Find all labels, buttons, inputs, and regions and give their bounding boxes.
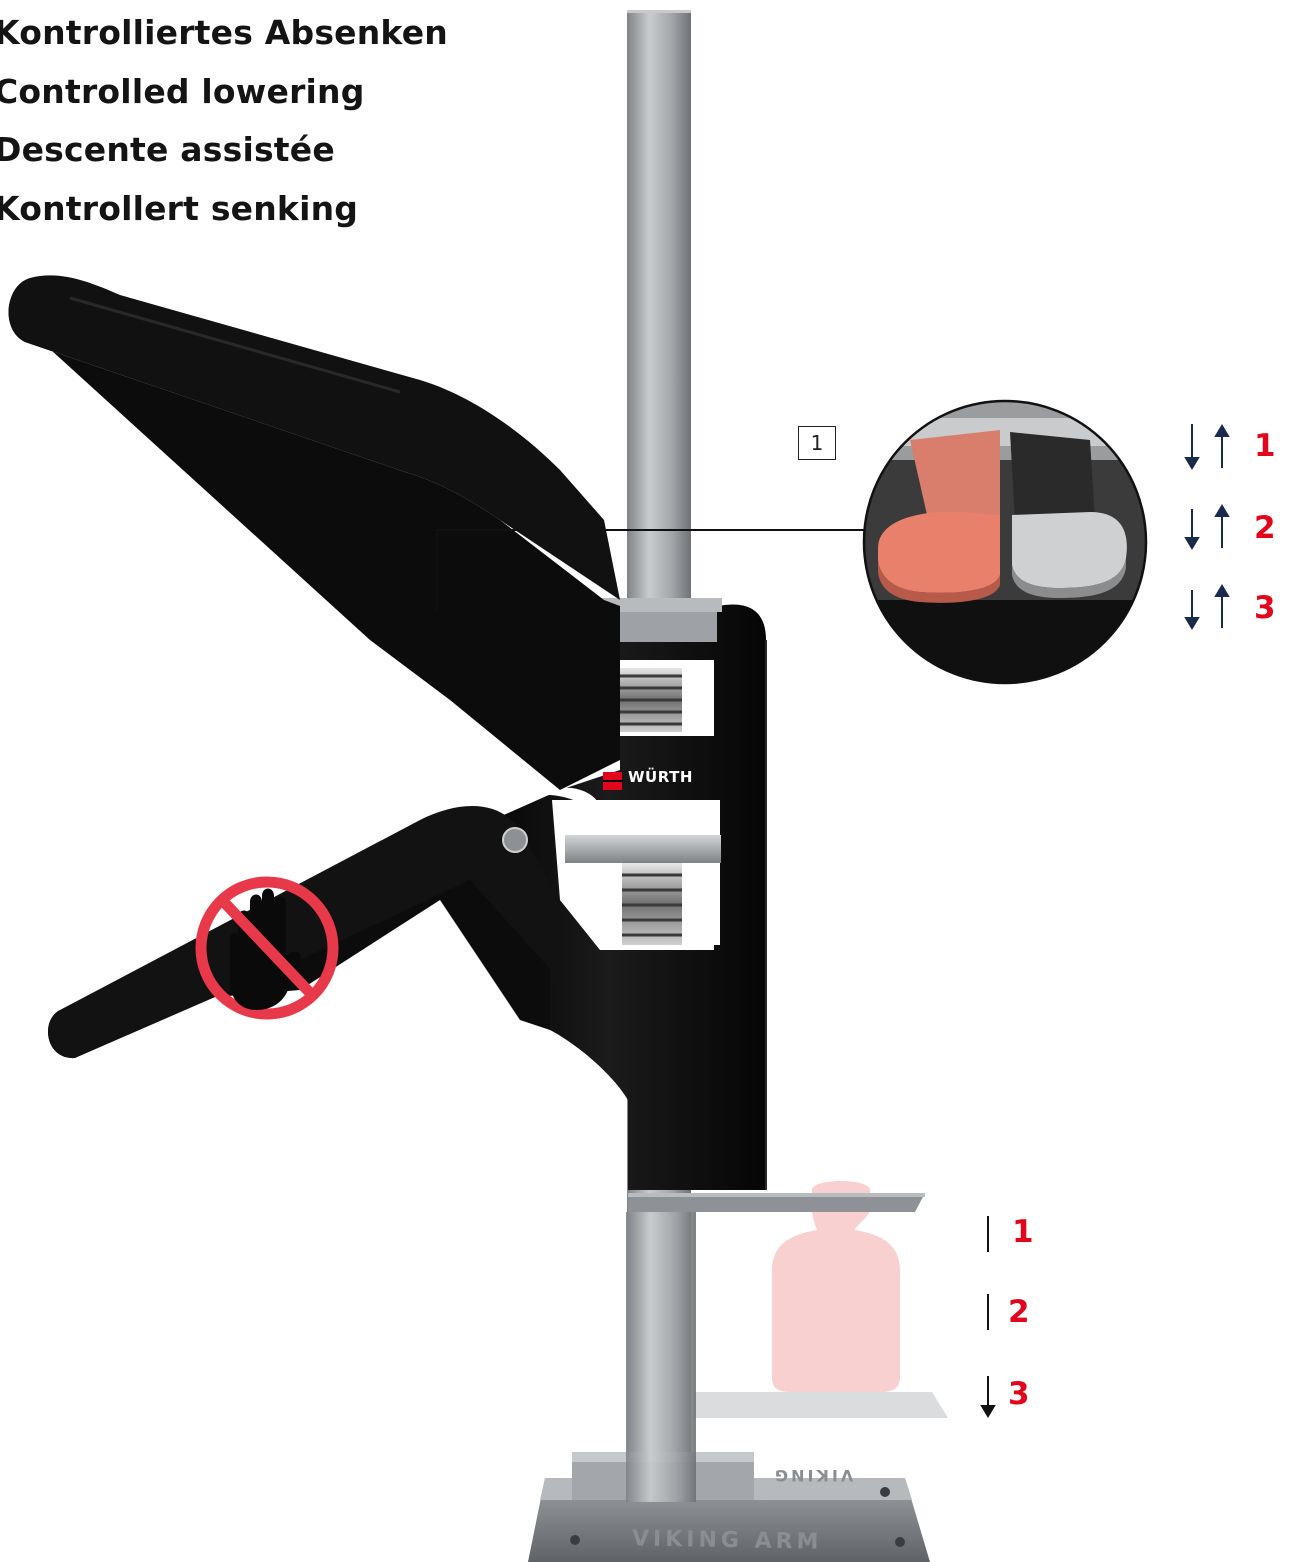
callout-number-box: 1 xyxy=(798,426,836,460)
upper-spring xyxy=(612,668,682,732)
wurth-logo-icon xyxy=(603,772,622,790)
weight-icon xyxy=(772,1181,900,1392)
lower-plate-ghost xyxy=(694,1392,948,1418)
upper-handle xyxy=(8,275,621,790)
product-name-mirrored: VIKING xyxy=(772,1466,854,1485)
lower-spring xyxy=(565,835,721,945)
support-plate xyxy=(626,1193,925,1502)
lowering-step-indicators xyxy=(980,1216,996,1418)
title-block: Kontrolliertes Absenken Controlled lower… xyxy=(0,4,448,238)
down-up-arrows-icon xyxy=(1184,424,1230,470)
lowering-step-3-label: 3 xyxy=(1008,1376,1030,1412)
lever-step-2-label: 2 xyxy=(1254,510,1276,546)
no-hand-icon xyxy=(195,876,339,1020)
down-up-arrows-icon xyxy=(1184,584,1230,630)
title-fr: Descente assistée xyxy=(0,130,335,169)
down-up-arrows-icon xyxy=(1184,504,1230,550)
down-arrow-icon xyxy=(980,1376,996,1418)
lever-step-1-label: 1 xyxy=(1254,428,1276,464)
title-de: Kontrolliertes Absenken xyxy=(0,13,448,52)
lowering-step-1-label: 1 xyxy=(1012,1214,1034,1250)
title-en: Controlled lowering xyxy=(0,71,365,111)
callout-leader xyxy=(436,529,868,610)
lever-step-3-label: 3 xyxy=(1254,590,1276,626)
lowering-step-2-label: 2 xyxy=(1008,1294,1030,1330)
lower-handle xyxy=(48,806,560,1059)
callout-number: 1 xyxy=(810,431,824,455)
product-name: VIKING ARM xyxy=(631,1526,823,1555)
title-no: Kontrollert senking xyxy=(0,188,359,228)
lever-step-arrows xyxy=(1184,424,1230,630)
brand-name: WÜRTH xyxy=(628,768,693,786)
zoom-detail xyxy=(862,399,1148,685)
